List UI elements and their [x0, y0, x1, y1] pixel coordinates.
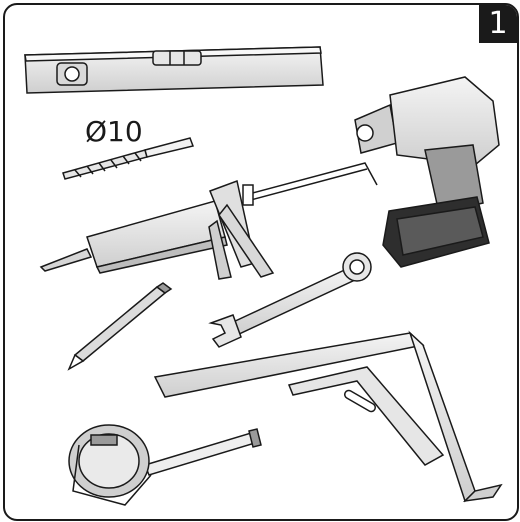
tools-illustration: [24, 46, 503, 506]
caulking-gun-icon: [39, 162, 378, 280]
combination-wrench-icon: [208, 252, 372, 348]
drill-bit-icon: [62, 137, 195, 180]
step-number: 1: [479, 5, 517, 43]
tape-measure-icon: [68, 424, 262, 506]
cordless-drill-icon: [354, 76, 500, 268]
spirit-level-icon: [24, 46, 324, 94]
instruction-panel: 1 Ø10: [3, 3, 519, 521]
drill-bit-size-label: Ø10: [85, 115, 143, 148]
pencil-icon: [67, 282, 173, 371]
carpenter-square-icon: [153, 330, 503, 503]
